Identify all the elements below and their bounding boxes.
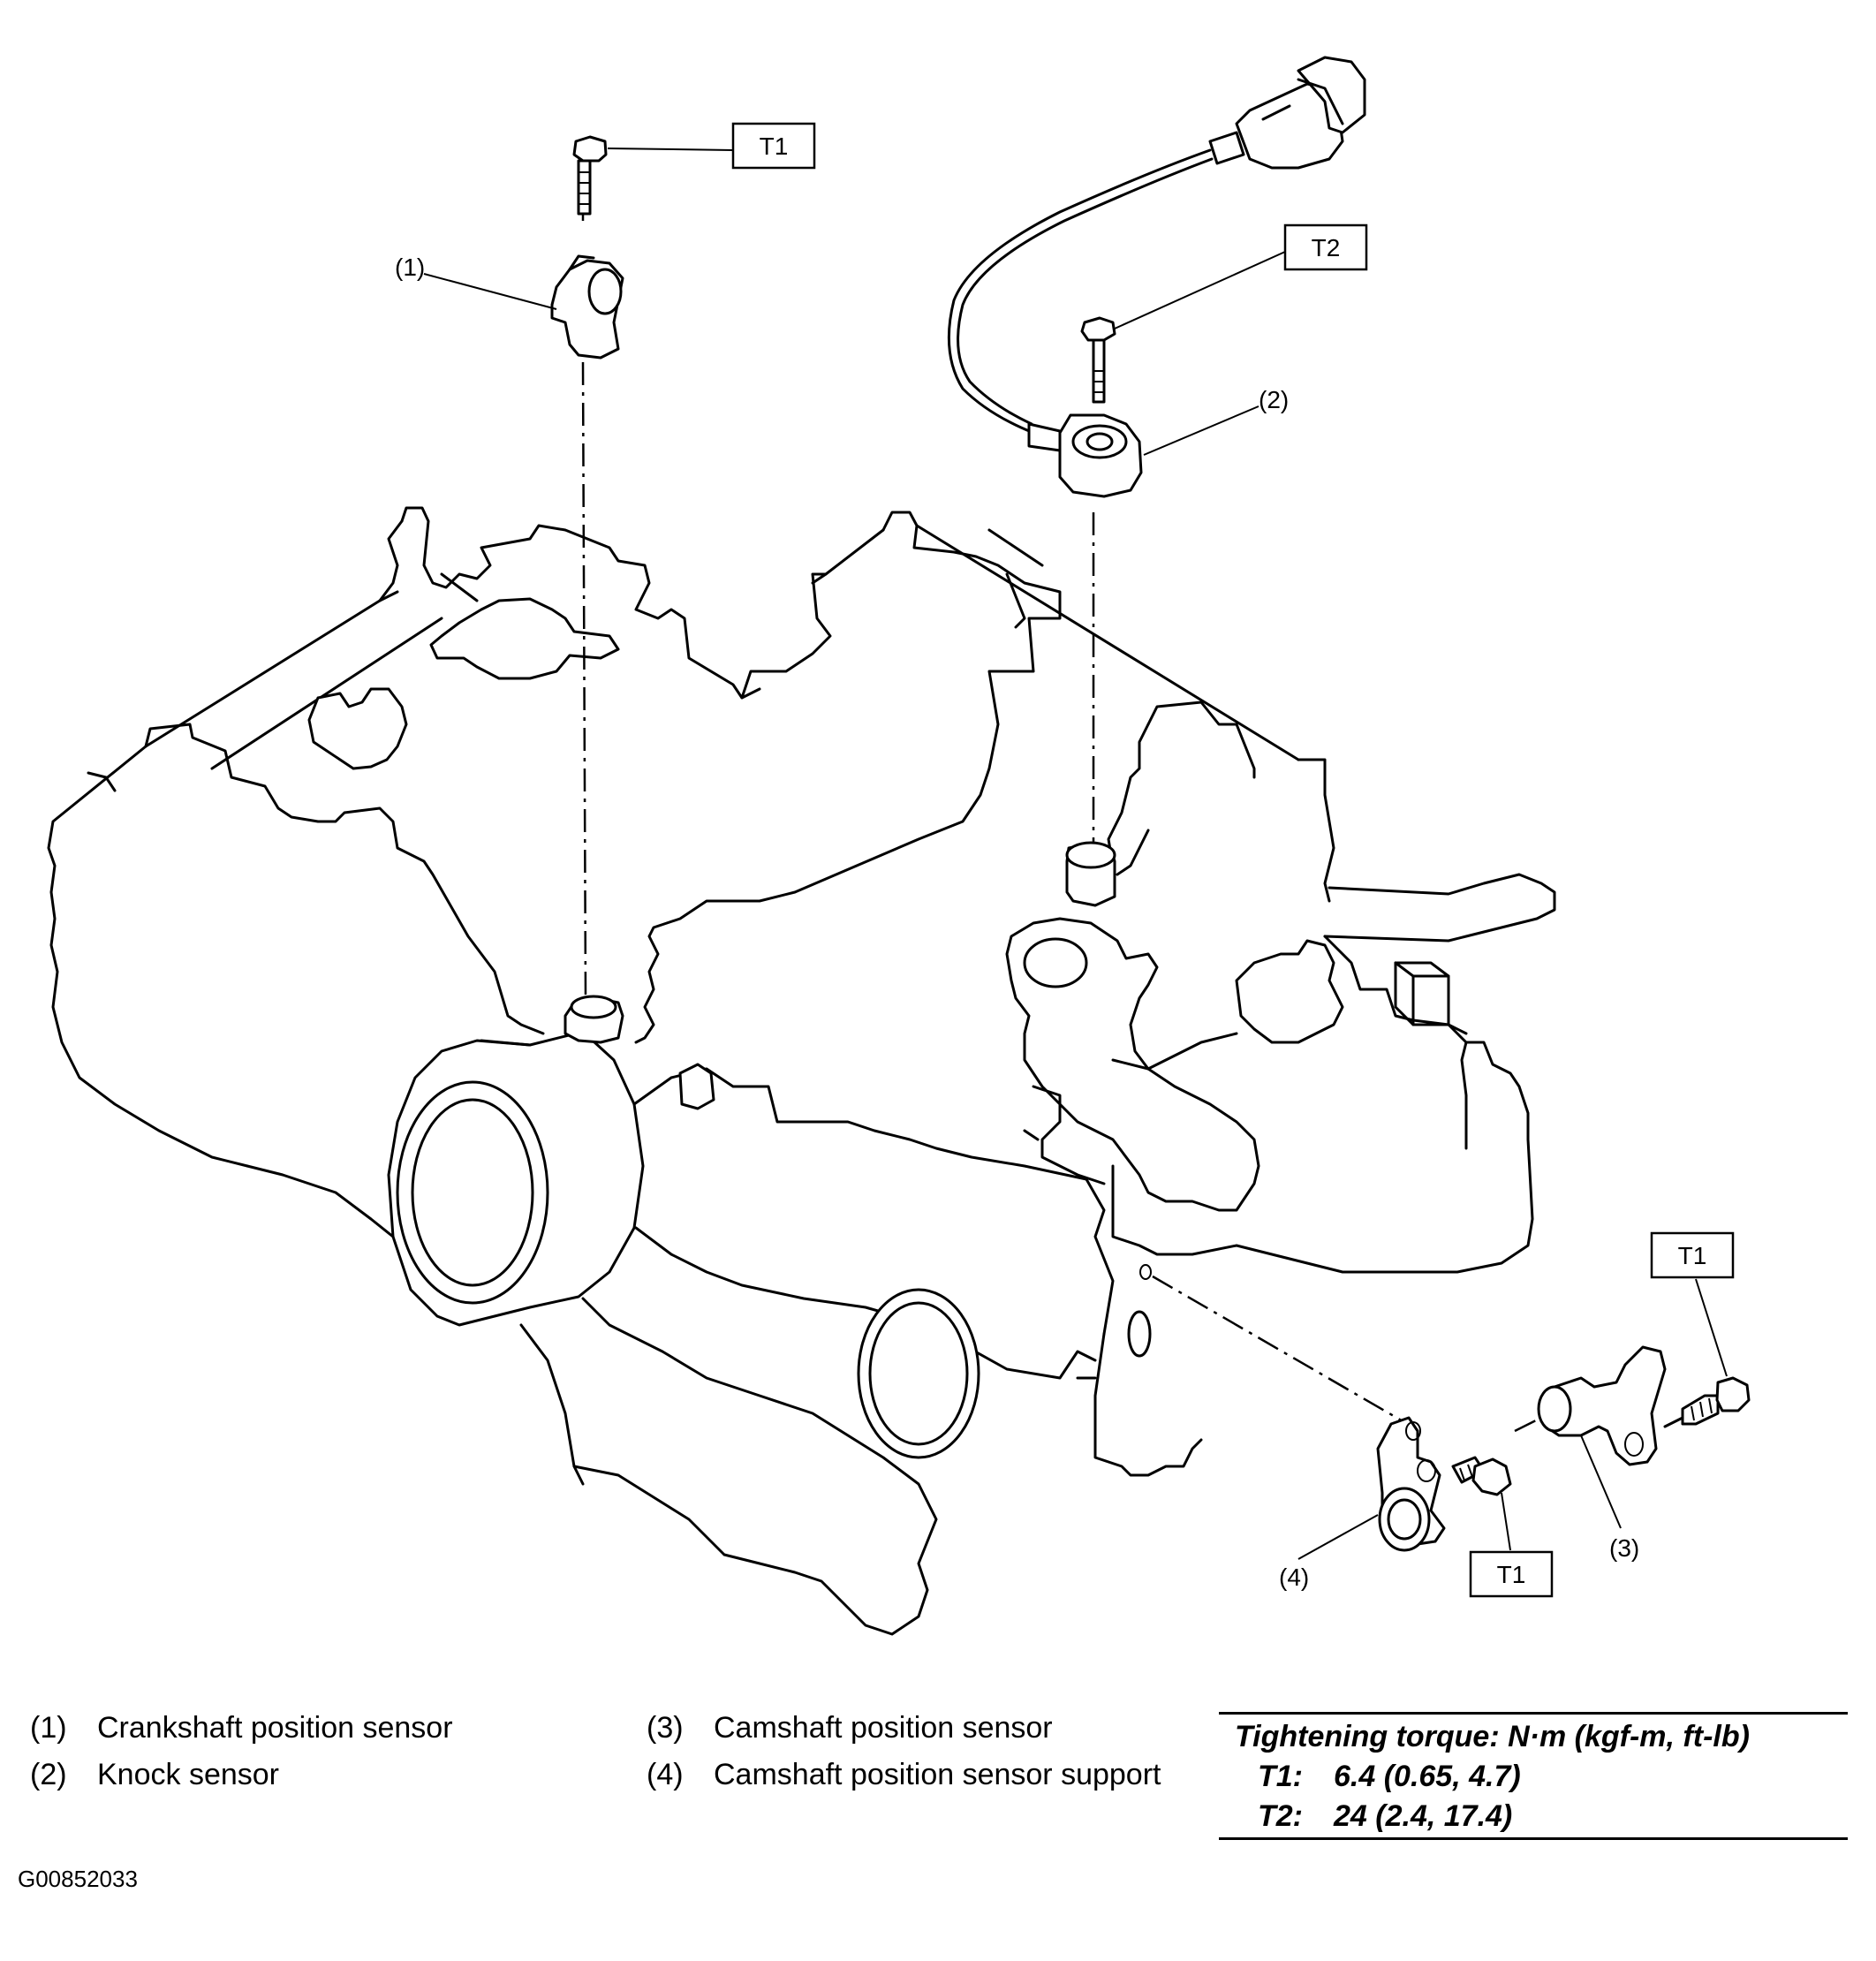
svg-text:T1: T1: [1497, 1561, 1526, 1588]
figure-id: G00852033: [18, 1866, 138, 1892]
legend-middle-column: (3) Camshaft position sensor (4) Camshaf…: [647, 1705, 1161, 1798]
alignment-lines: [581, 199, 1542, 1433]
torque-tag-top-right: T2: [1283, 223, 1368, 271]
torque-row: T2: 24 (2.4, 17.4): [1219, 1798, 1848, 1837]
legend-label: Knock sensor: [97, 1758, 279, 1791]
legend-item: (4) Camshaft position sensor support: [647, 1752, 1161, 1798]
torque-value: 6.4 (0.65, 4.7): [1334, 1760, 1521, 1793]
callout-3: (3): [1609, 1534, 1639, 1562]
legend-label: Camshaft position sensor support: [714, 1758, 1161, 1791]
legend-item: (3) Camshaft position sensor: [647, 1705, 1161, 1752]
torque-table: Tightening torque: N·m (kgf-m, ft-lb) T1…: [1219, 1712, 1848, 1840]
camshaft-sensor-support-part: [1376, 1416, 1512, 1552]
legend-number: (3): [647, 1711, 684, 1745]
leader-lines: [423, 148, 1728, 1560]
engine-sensor-diagram: (1) (2) (3) (4) T1 T2 T1 T1: [47, 56, 1751, 1636]
callout-2: (2): [1259, 386, 1289, 413]
torque-table-title: Tightening torque: N·m (kgf-m, ft-lb): [1235, 1720, 1750, 1753]
legend-item: (1) Crankshaft position sensor: [30, 1705, 453, 1752]
torque-key: T1:: [1258, 1760, 1303, 1793]
legend-left-column: (1) Crankshaft position sensor (2) Knock…: [30, 1705, 453, 1798]
legend-label: Camshaft position sensor: [714, 1711, 1053, 1745]
legend-label: Crankshaft position sensor: [97, 1711, 453, 1745]
torque-row: T1: 6.4 (0.65, 4.7): [1219, 1758, 1848, 1798]
svg-text:T1: T1: [1678, 1242, 1707, 1269]
svg-text:T2: T2: [1312, 234, 1341, 261]
torque-tag-bottom-right: T1: [1650, 1231, 1735, 1279]
svg-text:T1: T1: [760, 132, 789, 160]
camshaft-sensor-part: [1537, 1345, 1751, 1466]
legend-number: (4): [647, 1758, 684, 1791]
torque-key: T2:: [1258, 1799, 1303, 1833]
legend-item: (2) Knock sensor: [30, 1752, 453, 1798]
torque-value: 24 (2.4, 17.4): [1334, 1799, 1513, 1833]
crankshaft-sensor-part: [550, 135, 624, 360]
legend-number: (1): [30, 1711, 67, 1745]
torque-tag-bottom-mid: T1: [1469, 1550, 1554, 1598]
callout-4: (4): [1279, 1564, 1309, 1591]
engine-block: [47, 506, 1556, 1636]
torque-tag-top-left: T1: [731, 122, 816, 170]
knock-sensor-part: [947, 56, 1366, 498]
crank-pulley: [387, 1030, 645, 1327]
legend-number: (2): [30, 1758, 67, 1791]
callout-1: (1): [395, 254, 425, 281]
